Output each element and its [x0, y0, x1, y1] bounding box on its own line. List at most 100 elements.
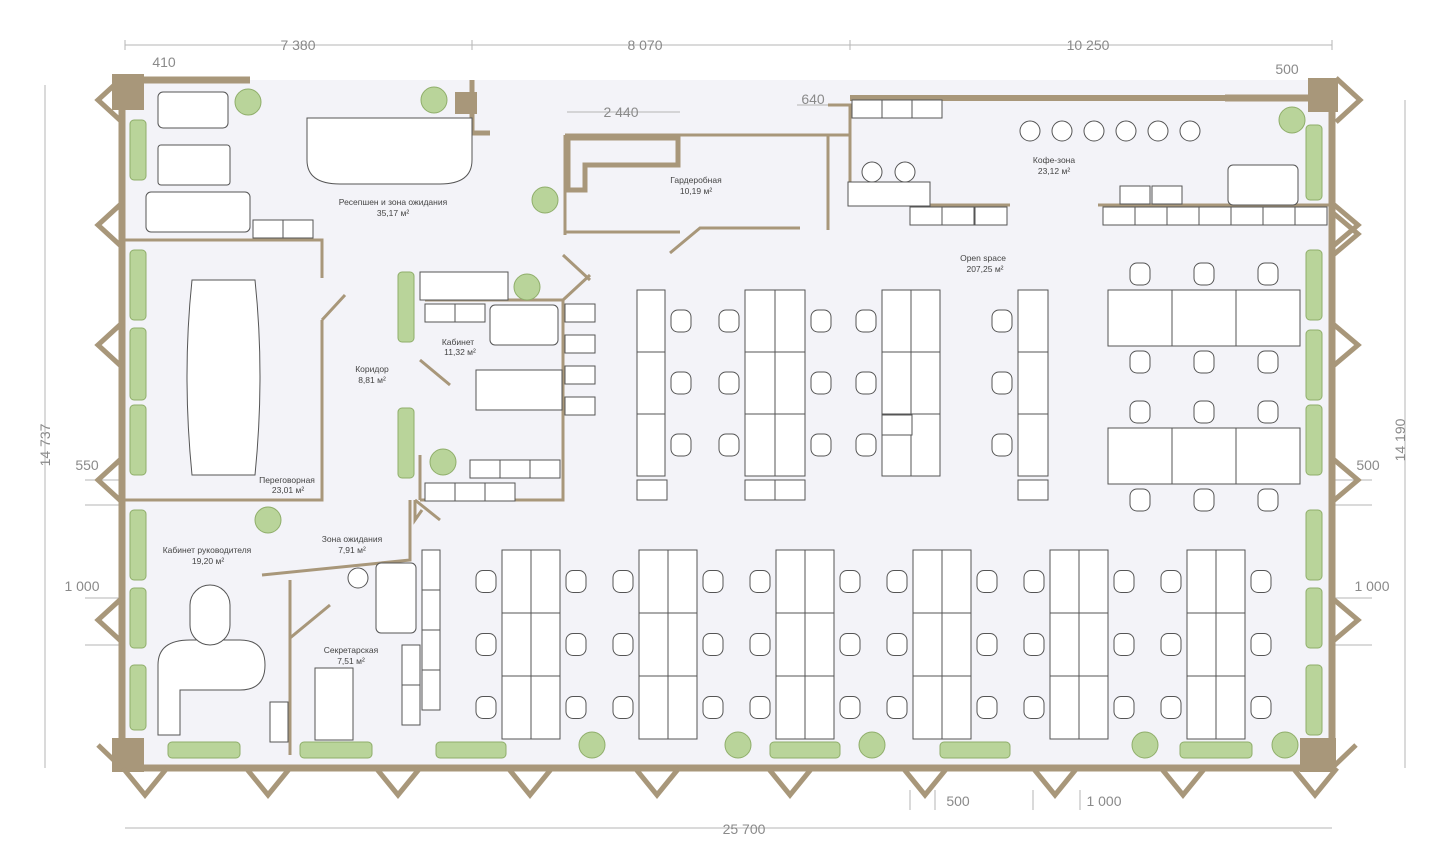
sofa	[157, 91, 229, 129]
wall-pier	[244, 766, 292, 799]
office-chair	[1023, 570, 1045, 593]
office-chair	[1113, 633, 1135, 656]
wall-pier	[94, 596, 124, 644]
office-chair	[702, 633, 724, 656]
office-chair	[475, 696, 497, 719]
shelf-unit	[851, 99, 883, 119]
dim-left-pier: 550	[75, 457, 99, 473]
wall-pier	[766, 766, 814, 799]
office-chair	[839, 633, 861, 656]
office-chair	[886, 570, 908, 593]
coffee-sofa	[1227, 164, 1299, 206]
office-chair	[1160, 570, 1182, 593]
bar-stool	[1019, 120, 1041, 142]
room-area: 7,91 м²	[338, 545, 366, 555]
reception-desk	[306, 117, 473, 185]
storage-cabinet	[401, 684, 421, 726]
room-name: Кабинет руководителя	[163, 545, 252, 555]
dim-right-pier: 500	[1356, 457, 1380, 473]
potted-plant	[1278, 106, 1306, 134]
dim-top-1: 7 380	[280, 37, 315, 53]
desk	[744, 413, 776, 477]
plant-box	[435, 741, 507, 759]
office-chair	[855, 433, 877, 457]
desk	[1017, 351, 1049, 415]
dim-wardrobe-width: 2 440	[603, 104, 638, 120]
room-name: Кофе-зона	[1033, 155, 1075, 165]
office-chair	[1113, 696, 1135, 719]
dim-right-total: 14 190	[1392, 418, 1408, 461]
desk	[1186, 675, 1217, 740]
room-labels: Ресепшен и зона ожидания 35,17 м² Гардер…	[163, 155, 1076, 666]
wall-pier	[96, 743, 1358, 770]
office-chair	[565, 696, 587, 719]
office-chair	[1193, 488, 1215, 512]
sofa	[145, 191, 251, 233]
bar-stool	[894, 161, 916, 183]
desk	[667, 612, 698, 677]
bar-stool	[1147, 120, 1169, 142]
office-chair	[839, 570, 861, 593]
desk	[774, 351, 806, 415]
office-chair	[475, 633, 497, 656]
office-chair	[749, 633, 771, 656]
director-desk	[157, 639, 266, 736]
desk	[744, 289, 776, 353]
vertical-plant-box	[397, 271, 415, 343]
storage-cabinet	[454, 303, 486, 323]
office-chair	[1160, 633, 1182, 656]
dim-left-window: 1 000	[64, 578, 99, 594]
office-chair	[718, 433, 740, 457]
desk	[1107, 427, 1173, 485]
desk	[1049, 675, 1080, 740]
wall-pier	[94, 456, 124, 504]
office-chair	[1257, 488, 1279, 512]
desk	[501, 612, 532, 677]
desk	[1235, 427, 1301, 485]
desk	[941, 549, 972, 614]
office-chair	[810, 433, 832, 457]
office-chair	[886, 696, 908, 719]
desk	[1017, 413, 1049, 477]
office-chair	[1129, 488, 1151, 512]
desk	[941, 675, 972, 740]
furniture	[145, 91, 1299, 741]
desk	[941, 612, 972, 677]
desk	[1171, 427, 1237, 485]
desk	[774, 289, 806, 353]
wall-pier	[1291, 766, 1339, 799]
office-chair	[718, 309, 740, 333]
dim-corner-top-right: 500	[1275, 61, 1299, 77]
wall-pier	[506, 766, 554, 799]
office-chair	[1250, 633, 1272, 656]
office-chair	[1250, 696, 1272, 719]
room-area: 11,32 м²	[444, 347, 476, 357]
potted-plant	[1271, 731, 1299, 759]
desk	[1235, 289, 1301, 347]
storage-cabinet	[1262, 206, 1296, 226]
vertical-plant-box	[1305, 587, 1323, 649]
office-chair	[886, 633, 908, 656]
office-chair	[670, 309, 692, 333]
vertical-plant-box	[129, 404, 147, 476]
plant-box	[769, 741, 841, 759]
bar-stool	[1115, 120, 1137, 142]
storage-cabinet	[909, 206, 943, 226]
storage-cabinet	[636, 479, 668, 501]
office-chair	[1193, 350, 1215, 374]
office-chair	[475, 570, 497, 593]
room-area: 35,17 м²	[377, 208, 409, 218]
vertical-plant-box	[129, 249, 147, 321]
office-chair	[612, 633, 634, 656]
desk	[638, 612, 669, 677]
desk	[912, 675, 943, 740]
storage-cabinet	[401, 644, 421, 686]
wall-pier	[1159, 766, 1207, 799]
storage-cabinet	[1198, 206, 1232, 226]
office-chair	[976, 570, 998, 593]
wall-pier	[1330, 456, 1362, 504]
vertical-plant-box	[1305, 124, 1323, 201]
bar-stool	[861, 161, 883, 183]
office-desk	[475, 369, 563, 411]
office-chair	[1257, 400, 1279, 424]
